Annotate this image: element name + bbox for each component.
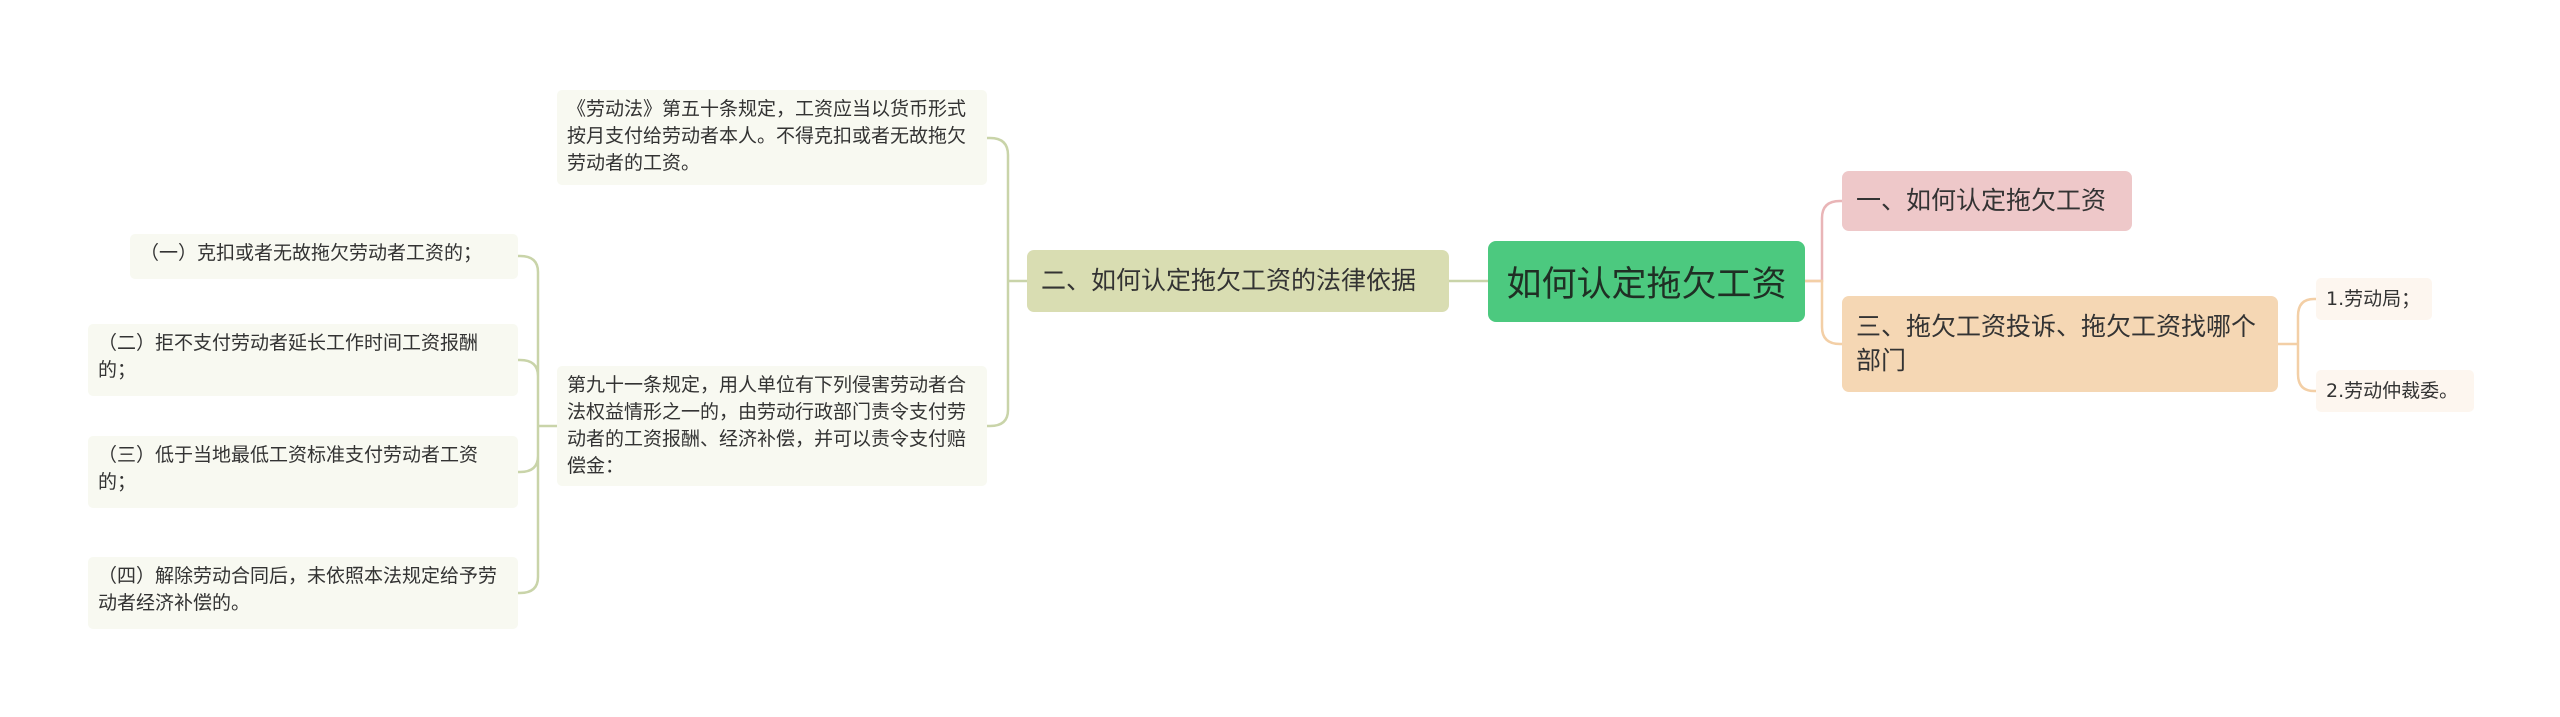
node-labor-law-article50[interactable]: 《劳动法》第五十条规定，工资应当以货币形式按月支付给劳动者本人。不得克扣或者无故… xyxy=(557,90,987,185)
root-topic[interactable]: 如何认定拖欠工资 xyxy=(1488,241,1805,322)
connector-root-right-b xyxy=(1805,279,1842,346)
node-article91-item-2[interactable]: （二）拒不支付劳动者延长工作时间工资报酬的； xyxy=(88,324,518,396)
connector-article91-to-items xyxy=(518,254,557,595)
node-labor-bureau[interactable]: 1.劳动局； xyxy=(2316,278,2432,320)
branch-how-to-identify[interactable]: 一、如何认定拖欠工资 xyxy=(1842,171,2132,231)
node-article91-item-3[interactable]: （三）低于当地最低工资标准支付劳动者工资的； xyxy=(88,436,518,508)
branch-complaint-department[interactable]: 三、拖欠工资投诉、拖欠工资找哪个部门 xyxy=(1842,296,2278,392)
node-article91-item-1[interactable]: （一）克扣或者无故拖欠劳动者工资的； xyxy=(130,234,518,279)
connector-right-b-to-leaves xyxy=(2278,297,2316,393)
node-labor-law-article91[interactable]: 第九十一条规定，用人单位有下列侵害劳动者合法权益情形之一的，由劳动行政部门责令支… xyxy=(557,366,987,486)
connector-root-right-a xyxy=(1805,199,1842,283)
node-labor-arbitration[interactable]: 2.劳动仲裁委。 xyxy=(2316,370,2474,412)
connector-left-to-children xyxy=(987,136,1027,428)
node-article91-item-4[interactable]: （四）解除劳动合同后，未依照本法规定给予劳动者经济补偿的。 xyxy=(88,557,518,629)
branch-legal-basis[interactable]: 二、如何认定拖欠工资的法律依据 xyxy=(1027,250,1449,312)
